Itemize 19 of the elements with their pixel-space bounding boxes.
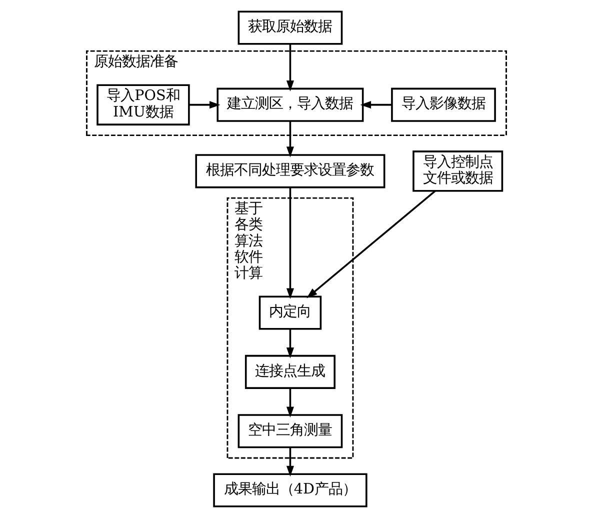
arrow: [286, 447, 294, 477]
node-box: 连接点生成: [244, 354, 335, 389]
node-box: 导入POS和IMU数据: [96, 84, 190, 126]
node-box: 导入影像数据: [390, 88, 496, 122]
arrow: [286, 329, 294, 358]
arrow: [286, 44, 294, 92]
node-box: 内定向: [258, 296, 322, 330]
node-box: 空中三角测量: [237, 414, 342, 448]
arrow: [286, 188, 294, 300]
node-box: 根据不同处理要求设置参数: [194, 154, 385, 188]
arrow: [188, 101, 220, 109]
arrow: [306, 190, 436, 298]
node-box: 导入控制点文件或数据: [412, 150, 503, 192]
node-box: 成果输出（4D产品）: [212, 473, 367, 508]
arrow: [286, 388, 294, 418]
node-box: 获取原始数据: [237, 10, 342, 45]
node-box: 建立测区，导入数据: [216, 88, 364, 122]
arrow: [286, 121, 294, 158]
arrow: [360, 101, 392, 109]
